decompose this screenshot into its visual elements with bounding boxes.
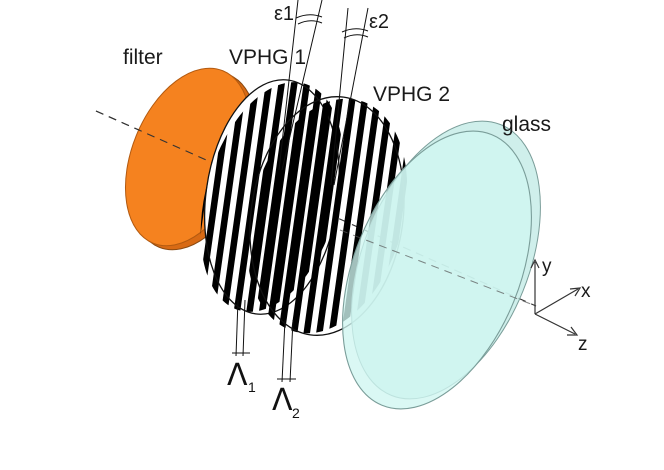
vphg2-stripe [314,87,358,346]
vphg2-stripe [264,80,308,339]
vphg1-stripe [219,66,262,325]
vphg2-label: VPHG 2 [373,83,450,106]
z-axis-label: z [578,334,588,355]
lambda2-subscript: 2 [292,405,300,421]
glass-plate [339,120,541,410]
x-axis-label: x [581,281,591,302]
vphg1-stripe [206,65,250,324]
epsilon2-marker [330,7,369,186]
filter-label: filter [123,46,163,69]
vphg2-stripe [252,79,296,337]
y-axis-label: y [542,256,552,277]
vphg2-stripe [277,81,320,341]
lambda1-symbol: Λ [227,358,248,393]
vphg2-stripe [326,88,370,348]
glass-label: glass [502,113,551,136]
epsilon1-label: ε1 [274,3,294,25]
coordinate-axes [530,258,582,336]
epsilon1-marker [278,0,323,171]
lambda1-subscript: 1 [248,379,256,395]
lambda2-symbol: Λ [272,383,293,418]
epsilon2-label: ε2 [369,11,389,33]
lambda1-marker [232,299,250,357]
vphg2-stripe [289,83,333,342]
vphg1-label: VPHG 1 [229,46,306,69]
lambda2-marker [277,319,296,383]
